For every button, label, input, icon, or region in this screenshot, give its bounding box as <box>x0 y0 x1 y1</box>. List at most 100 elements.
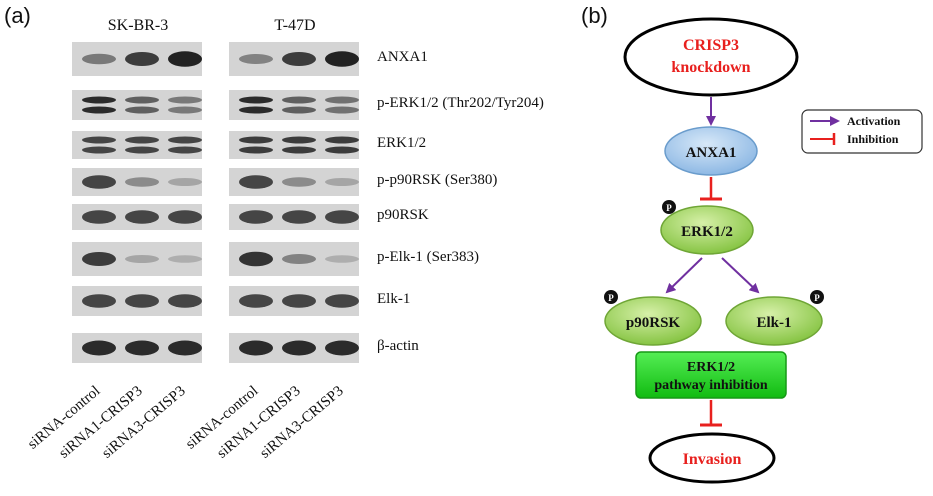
blot-band <box>239 210 273 224</box>
erk12-label: ERK1/2 <box>681 224 733 240</box>
p90rsk-label: p90RSK <box>626 315 681 331</box>
svg-text:P: P <box>666 203 672 213</box>
blot-band <box>325 210 359 224</box>
blot-strip <box>72 131 202 159</box>
blot-strip <box>229 242 359 276</box>
blot-band <box>325 340 359 356</box>
p90rsk-node <box>604 296 702 346</box>
crisp3-label: CRISP3 <box>683 37 739 54</box>
blot-band <box>82 53 116 65</box>
inhibition-box-line1: ERK1/2 <box>687 360 735 375</box>
blot-band <box>82 146 116 154</box>
inhibition-box-line2: pathway inhibition <box>654 378 767 393</box>
phospho-p90rsk-icon <box>604 290 618 304</box>
blot-band <box>168 210 202 224</box>
blot-band <box>282 106 316 114</box>
panel-a-label: (a) <box>4 3 31 28</box>
blot-band <box>282 52 316 66</box>
crisp3-knockdown-node <box>623 17 799 97</box>
blot-band <box>239 106 273 114</box>
blot-strip <box>72 242 202 276</box>
cell-line-label-t47d: T-47D <box>274 17 316 34</box>
blot-band <box>282 136 316 144</box>
blot-band <box>168 136 202 144</box>
blot-band <box>168 255 202 263</box>
blot-band <box>282 177 316 187</box>
blot-band <box>82 175 116 189</box>
blot-band <box>168 294 202 308</box>
blot-band <box>282 254 316 264</box>
svg-text:P: P <box>608 293 614 303</box>
blot-band <box>125 146 159 154</box>
blot-strip <box>229 168 359 196</box>
knockdown-label: knockdown <box>671 59 750 76</box>
blot-band <box>282 210 316 224</box>
blot-band <box>325 146 359 154</box>
blot-band <box>82 96 116 104</box>
blot-strip <box>72 204 202 230</box>
blot-band <box>125 255 159 263</box>
blot-band <box>325 106 359 114</box>
elk1-node <box>725 296 823 346</box>
blot-band <box>239 175 273 189</box>
blot-strip <box>229 42 359 76</box>
blot-band <box>125 294 159 308</box>
blot-band <box>168 96 202 104</box>
blot-band <box>125 177 159 187</box>
activation-arrow-p90rsk <box>665 257 703 294</box>
protein-label: p-Elk-1 (Ser383) <box>377 249 480 265</box>
blot-band <box>239 146 273 154</box>
activation-arrow-elk1 <box>721 257 760 294</box>
blot-band <box>168 178 202 186</box>
panel-b-label: (b) <box>581 3 608 28</box>
cell-line-label-skbr3: SK-BR-3 <box>107 17 169 34</box>
protein-label: p90RSK <box>377 207 429 223</box>
protein-label: ANXA1 <box>377 49 428 65</box>
blot-strip <box>229 131 359 159</box>
blot-band <box>125 340 159 356</box>
blot-strip <box>72 42 202 76</box>
anxa1-node <box>664 126 758 176</box>
elk1-label: Elk-1 <box>756 315 791 331</box>
svg-text:P: P <box>814 293 820 303</box>
blot-band <box>239 251 273 267</box>
protein-label: ERK1/2 <box>377 135 427 151</box>
blot-band <box>239 340 273 356</box>
blot-band <box>282 146 316 154</box>
blot-strip <box>72 333 202 363</box>
blot-band <box>325 255 359 263</box>
invasion-node <box>648 432 776 484</box>
blot-band <box>125 106 159 114</box>
erk12-node <box>660 205 754 255</box>
blot-band <box>282 340 316 356</box>
blot-band <box>125 96 159 104</box>
blot-band <box>325 294 359 308</box>
blot-band <box>82 136 116 144</box>
protein-label: p-ERK1/2 (Thr202/Tyr204) <box>377 95 544 111</box>
blot-strip <box>229 333 359 363</box>
blot-band <box>168 51 202 67</box>
protein-label: p-p90RSK (Ser380) <box>377 172 498 188</box>
blot-strip <box>72 90 202 120</box>
protein-label: β-actin <box>377 338 419 354</box>
blot-band <box>239 54 273 64</box>
blot-band <box>239 294 273 308</box>
legend-activation-label: Activation <box>847 114 901 128</box>
blot-band <box>82 106 116 114</box>
blot-band <box>282 294 316 308</box>
blot-band <box>168 146 202 154</box>
blot-strip <box>229 286 359 316</box>
anxa1-label: ANXA1 <box>686 145 737 161</box>
blot-band <box>82 252 116 266</box>
blot-band <box>82 294 116 308</box>
blot-band <box>82 210 116 224</box>
blot-band <box>125 52 159 66</box>
blot-band <box>239 96 273 104</box>
blot-band <box>82 340 116 356</box>
blot-band <box>168 340 202 356</box>
phospho-elk1-icon <box>810 290 824 304</box>
blot-band <box>282 96 316 104</box>
blot-band <box>168 106 202 114</box>
blot-band <box>325 51 359 67</box>
